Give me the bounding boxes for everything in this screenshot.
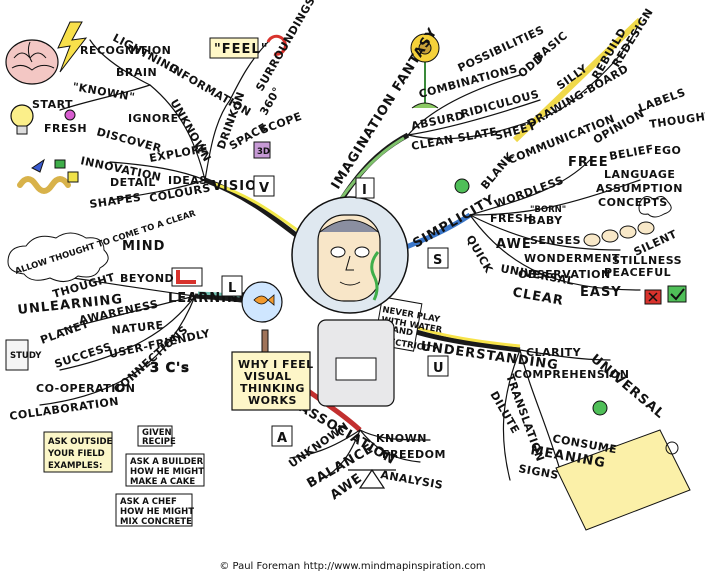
start-target-icon [65, 110, 75, 120]
label-awe-s: AWE [496, 237, 532, 252]
label-3d: 3D [257, 147, 270, 157]
label-nature: NATURE [111, 319, 164, 337]
label-chef-2: HOW HE MIGHT [120, 507, 194, 517]
letter-v: V [259, 181, 270, 196]
title-line-4: WORKS [248, 394, 297, 407]
label-study: STUDY [10, 351, 42, 361]
label-start: START [32, 98, 73, 111]
central-figure: WHY I FEEL VISUAL THINKING WORKS [232, 197, 408, 410]
lightbulb-icon [11, 105, 33, 134]
label-builder-3: MAKE A CAKE [130, 477, 195, 487]
label-collaboration: COLLABORATION [9, 395, 120, 423]
label-detail: DETAIL [110, 176, 156, 189]
green-shape-icon [55, 160, 65, 168]
label-ignore: IGNORE [128, 112, 179, 125]
label-fresh: FRESH [44, 122, 87, 135]
label-imagination-fantasy: IMAGINATION FANTASY [329, 25, 441, 192]
label-planet: PLANET [39, 317, 91, 347]
learning-cluster: 3 C's MIND ALLOW THOUGHT TO COME TO A CL… [6, 209, 251, 527]
label-thought-s: THOUGHT [649, 109, 705, 131]
label-signs: SIGNS [517, 462, 559, 482]
label-ask-outside-1: ASK OUTSIDE [48, 437, 113, 447]
brain-icon [6, 40, 58, 84]
label-wonderment: WONDERMENT [524, 252, 620, 265]
label-known: "KNOWN" [71, 80, 136, 104]
label-ego: EGO [654, 144, 681, 157]
label-ask-outside-2: YOUR FIELD [47, 449, 105, 459]
label-ask-outside-3: EXAMPLES: [48, 461, 102, 471]
square-shape-icon [68, 172, 78, 182]
label-belief: BELIEF [608, 142, 655, 163]
label-easy: EASY [580, 285, 622, 300]
label-labels: LABELS [637, 86, 688, 115]
label-comprehension: COMPREHENSION [514, 368, 629, 381]
label-given-recipe-2: RECIPE [142, 437, 176, 447]
label-assumption: ASSUMPTION [596, 182, 683, 195]
label-recognition: RECOGNITION [80, 44, 171, 57]
label-brain: BRAIN [116, 66, 157, 79]
control-panel [336, 358, 376, 380]
label-concepts: CONCEPTS [598, 196, 668, 209]
label-language: LANGUAGE [604, 168, 675, 181]
label-senses: SENSES [530, 234, 581, 247]
label-freedom: FREEDOM [382, 448, 446, 461]
eye-right [355, 247, 369, 257]
letter-i: I [362, 183, 368, 198]
green-star-icon [593, 401, 607, 415]
label-baby: BABY [528, 214, 563, 227]
label-chef-1: ASK A CHEF [120, 497, 177, 507]
triangle-shape-icon [32, 160, 44, 172]
association-cluster: ASSOCIATION KNOWN FREEDOM ANALYSIS UNKNO… [286, 400, 446, 503]
label-mind: MIND [122, 239, 165, 254]
star-circle-icon [455, 179, 469, 193]
label-shapes: SHAPES [89, 191, 142, 211]
label-builder-2: HOW HE MIGHT [130, 467, 204, 477]
label-chef-3: MIX CONCRETE [120, 517, 192, 527]
letter-l: L [228, 281, 237, 296]
label-known-a: KNOWN [376, 432, 427, 445]
squiggle-icon [20, 179, 68, 191]
letter-a: A [277, 431, 288, 446]
label-peaceful: PEACEFUL [604, 266, 671, 279]
label-clear: CLEAR [511, 285, 565, 309]
eye-left [331, 247, 345, 257]
label-free: FREE [568, 155, 609, 170]
understanding-cluster: UNDERSTANDING UNIVERSAL CLARITY COMPREHE… [374, 297, 690, 530]
label-builder-1: ASK A BUILDER [130, 457, 204, 467]
letter-s: S [433, 253, 443, 268]
label-beyond: BEYOND [120, 272, 174, 285]
label-universal-s: UNIVERSAL [499, 262, 575, 288]
letter-u: U [433, 361, 445, 376]
copyright-footer: © Paul Foreman http://www.mindmapinspira… [0, 561, 705, 572]
label-feel: "FEEL" [214, 42, 268, 57]
label-clarity: CLARITY [526, 346, 582, 359]
label-analysis: ANALYSIS [379, 468, 444, 492]
label-fresh-s: FRESH [490, 212, 533, 225]
label-success: SUCCESS [53, 340, 113, 371]
green-check-box [668, 286, 686, 302]
